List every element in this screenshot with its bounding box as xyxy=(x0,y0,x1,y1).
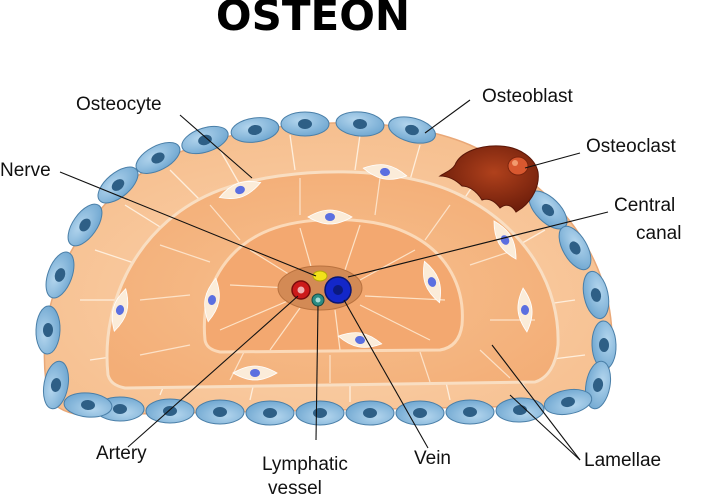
label-osteoclast: Osteoclast xyxy=(586,136,676,157)
osteoblast-cell xyxy=(445,399,495,425)
osteocyte-cell xyxy=(218,181,262,199)
label-lymphatic-1: Lymphatic xyxy=(262,454,348,475)
label-lamellae: Lamellae xyxy=(584,450,661,471)
label-central-canal-2: canal xyxy=(636,223,681,244)
osteoblast-cell xyxy=(591,320,617,370)
diagram-title: OSTEON xyxy=(216,0,410,40)
osteoblast-cell xyxy=(195,399,245,425)
osteocyte-cell xyxy=(111,287,129,333)
artery-lumen xyxy=(297,286,305,294)
osteocyte-cell xyxy=(307,209,353,225)
label-osteocyte: Osteocyte xyxy=(76,94,162,115)
osteoblast-cell xyxy=(67,203,103,247)
osteoblast-cell xyxy=(42,360,70,410)
osteocyte-cell xyxy=(204,277,220,323)
osteoblast-cell xyxy=(63,392,113,418)
osteoblast-cell xyxy=(135,142,181,174)
osteoblast-layer xyxy=(35,111,617,426)
osteoblast-cell xyxy=(245,400,295,426)
osteoblast-cell xyxy=(35,305,61,355)
label-artery: Artery xyxy=(96,443,147,464)
label-osteoblast: Osteoblast xyxy=(482,86,574,107)
osteoblast-cell xyxy=(230,117,280,143)
osteocyte-cell xyxy=(232,365,278,381)
label-vein: Vein xyxy=(414,448,451,469)
osteoblast-cell xyxy=(388,116,436,144)
nerve-vessel xyxy=(312,270,328,282)
vein-lumen xyxy=(333,285,343,295)
osteocyte-cell xyxy=(423,260,441,304)
osteocyte-cell xyxy=(337,332,383,348)
osteoblast-cell xyxy=(582,270,610,320)
osteoblast-cell xyxy=(45,251,75,299)
lymphatic-lumen xyxy=(315,297,321,303)
osteoblast-cell xyxy=(345,400,395,426)
leader-lines xyxy=(59,99,609,461)
osteoblast-cell xyxy=(543,388,593,416)
osteoclast-nucleus xyxy=(507,156,529,176)
osteoblast-cell xyxy=(395,400,445,426)
osteoclast-nucleolus xyxy=(512,160,518,166)
label-lymphatic-2: vessel xyxy=(268,478,322,499)
osteoblast-cell xyxy=(145,398,195,424)
label-nerve: Nerve xyxy=(0,160,51,181)
inner-lamella-lines xyxy=(219,224,446,351)
osteoblast-cell xyxy=(558,225,592,271)
osteoblast-cell xyxy=(335,111,385,137)
osteocyte-cell xyxy=(362,164,408,180)
osteoblast-cell xyxy=(280,111,330,137)
label-central-canal-1: Central xyxy=(614,195,675,216)
osteoblast-cell xyxy=(97,166,139,204)
osteocyte-cell xyxy=(517,287,533,333)
osteoblast-cell xyxy=(295,400,345,426)
osteocytes xyxy=(111,164,533,381)
